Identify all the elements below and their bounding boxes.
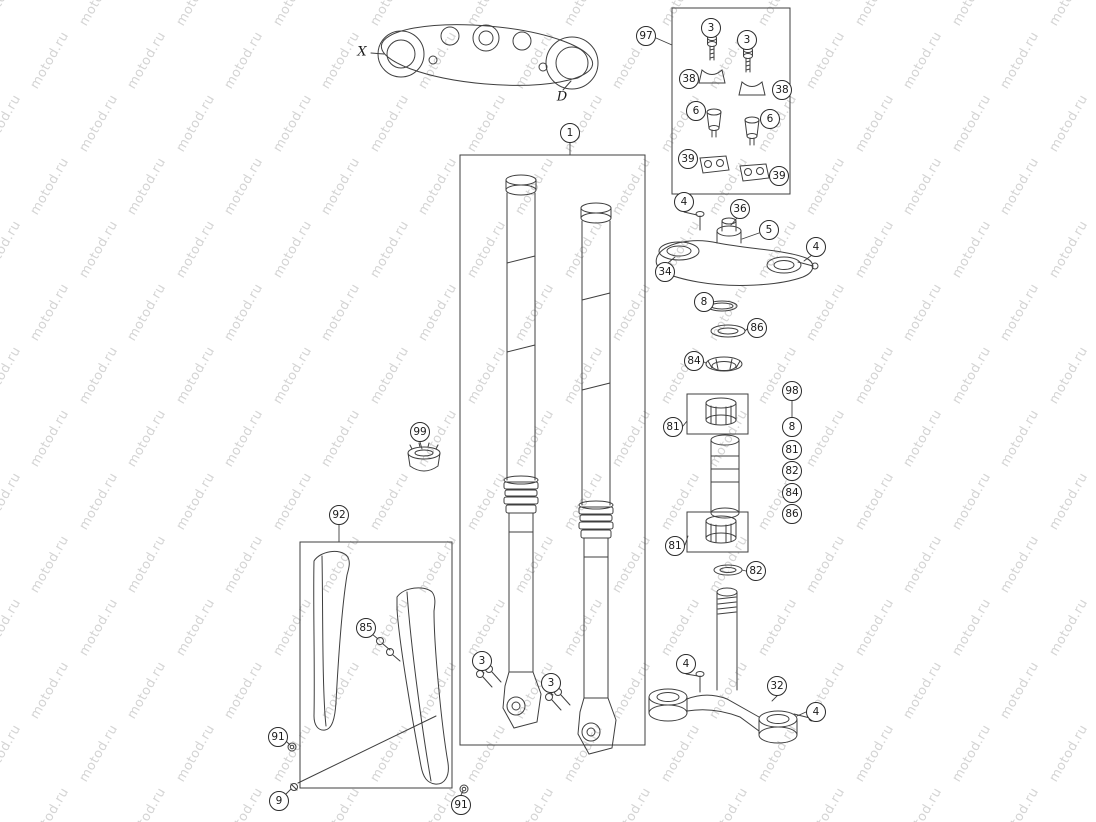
right-fork-leg (577, 202, 617, 755)
callout-81: 81 (782, 440, 802, 460)
dimension-label-d: D (556, 89, 568, 105)
callout-85: 85 (356, 618, 376, 638)
callout-4: 4 (674, 192, 694, 212)
callout-82: 82 (746, 561, 766, 581)
callout-36: 36 (730, 199, 750, 219)
callout-3: 3 (737, 30, 757, 50)
upper-triple-clamp (655, 211, 819, 286)
left-fork-leg (502, 174, 542, 729)
group-boxes (299, 7, 791, 789)
callout-3: 3 (472, 651, 492, 671)
callout-92: 92 (329, 505, 349, 525)
handlebar-clamp-parts (698, 35, 770, 182)
dimension-label-x: X (357, 44, 367, 60)
callout-86: 86 (782, 504, 802, 524)
callout-91: 91 (268, 727, 288, 747)
callout-4: 4 (806, 702, 826, 722)
callout-81: 81 (663, 417, 683, 437)
steering-bearing-stack (705, 300, 746, 576)
callout-1: 1 (560, 123, 580, 143)
callout-84: 84 (684, 351, 704, 371)
callout-98: 98 (782, 381, 802, 401)
callout-9: 9 (269, 791, 289, 811)
callout-38: 38 (679, 69, 699, 89)
steering-stem-lower-clamp (648, 587, 816, 744)
callout-6: 6 (760, 109, 780, 129)
callout-32: 32 (767, 676, 787, 696)
callout-38: 38 (772, 80, 792, 100)
callout-82: 82 (782, 461, 802, 481)
callout-84: 84 (782, 483, 802, 503)
fork-protector-guards (287, 550, 469, 794)
callout-4: 4 (676, 654, 696, 674)
callout-8: 8 (782, 417, 802, 437)
callout-81: 81 (665, 536, 685, 556)
callout-97: 97 (636, 26, 656, 46)
top-clamp-top-view (370, 24, 599, 91)
callout-4: 4 (806, 237, 826, 257)
callout-39: 39 (769, 166, 789, 186)
callout-99: 99 (410, 422, 430, 442)
callout-5: 5 (759, 220, 779, 240)
callout-34: 34 (655, 262, 675, 282)
callout-6: 6 (686, 101, 706, 121)
callout-3: 3 (541, 673, 561, 693)
callout-86: 86 (747, 318, 767, 338)
callout-39: 39 (678, 149, 698, 169)
callout-3: 3 (701, 18, 721, 38)
callout-8: 8 (694, 292, 714, 312)
fork-cap-part (407, 442, 441, 472)
callout-91: 91 (451, 795, 471, 815)
